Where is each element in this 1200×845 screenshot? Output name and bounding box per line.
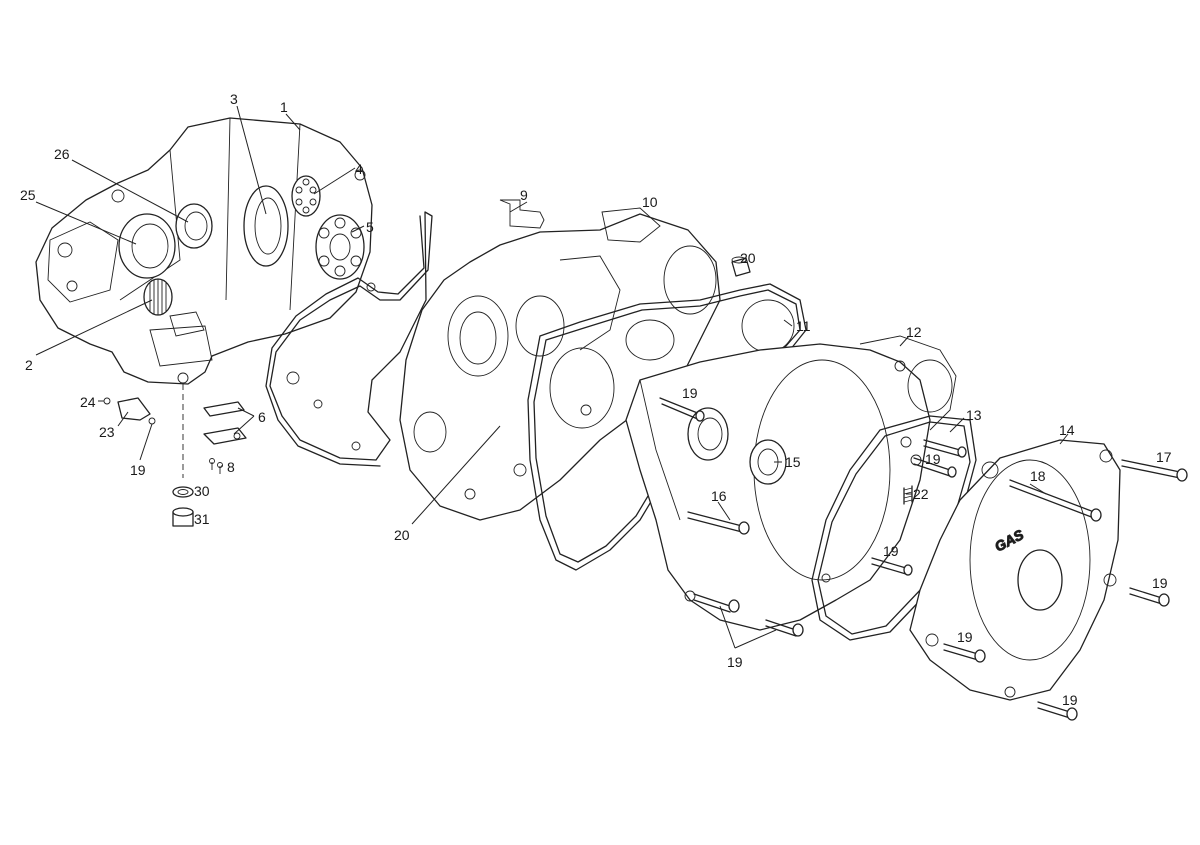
callout-4: 4: [355, 161, 363, 177]
callout-25: 25: [20, 187, 36, 203]
callout-5: 5: [366, 219, 374, 235]
callout-19-f: 19: [957, 629, 973, 645]
callout-1: 1: [280, 99, 288, 115]
callout-2: 2: [25, 357, 33, 373]
callout-26: 26: [54, 146, 70, 162]
callout-30: 30: [194, 483, 210, 499]
callout-31: 31: [194, 511, 210, 527]
callout-11: 11: [796, 318, 811, 334]
callout-24: 24: [80, 394, 96, 410]
callout-labels: 1 2 3 4 5 6 8 9 10 11 12 13 14 15 16 17 …: [20, 91, 1172, 708]
leader-lines: [35, 105, 1069, 649]
callout-23: 23: [99, 424, 115, 440]
callout-20-a: 20: [740, 250, 756, 266]
callout-12: 12: [906, 324, 922, 340]
callout-10: 10: [642, 194, 658, 210]
callout-20-b: 20: [394, 527, 410, 543]
callout-6: 6: [258, 409, 266, 425]
callout-19-b: 19: [682, 385, 698, 401]
left-crankcase-half: [35, 117, 373, 385]
callout-19-h: 19: [1062, 692, 1078, 708]
callout-19-e: 19: [1152, 575, 1168, 591]
callout-13: 13: [966, 407, 982, 423]
crankcase-gasket: [265, 211, 433, 467]
bolts: [659, 256, 1188, 721]
small-parts: [103, 384, 247, 527]
callout-19-c: 19: [925, 451, 941, 467]
callout-9: 9: [520, 187, 528, 203]
callout-19-a: 19: [130, 462, 146, 478]
clutch-cover: [625, 335, 957, 631]
callout-16: 16: [711, 488, 727, 504]
callout-19-d: 19: [883, 543, 899, 559]
callout-22: 22: [913, 486, 929, 502]
callout-15: 15: [785, 454, 801, 470]
callout-18: 18: [1030, 468, 1046, 484]
gasket-13: [811, 415, 977, 641]
callout-3: 3: [230, 91, 238, 107]
callout-14: 14: [1059, 422, 1075, 438]
ignition-cover: GAS: [909, 439, 1121, 701]
right-crankcase-half: [399, 199, 721, 521]
callout-8: 8: [227, 459, 235, 475]
callout-19-g: 19: [727, 654, 743, 670]
callout-17: 17: [1156, 449, 1172, 465]
